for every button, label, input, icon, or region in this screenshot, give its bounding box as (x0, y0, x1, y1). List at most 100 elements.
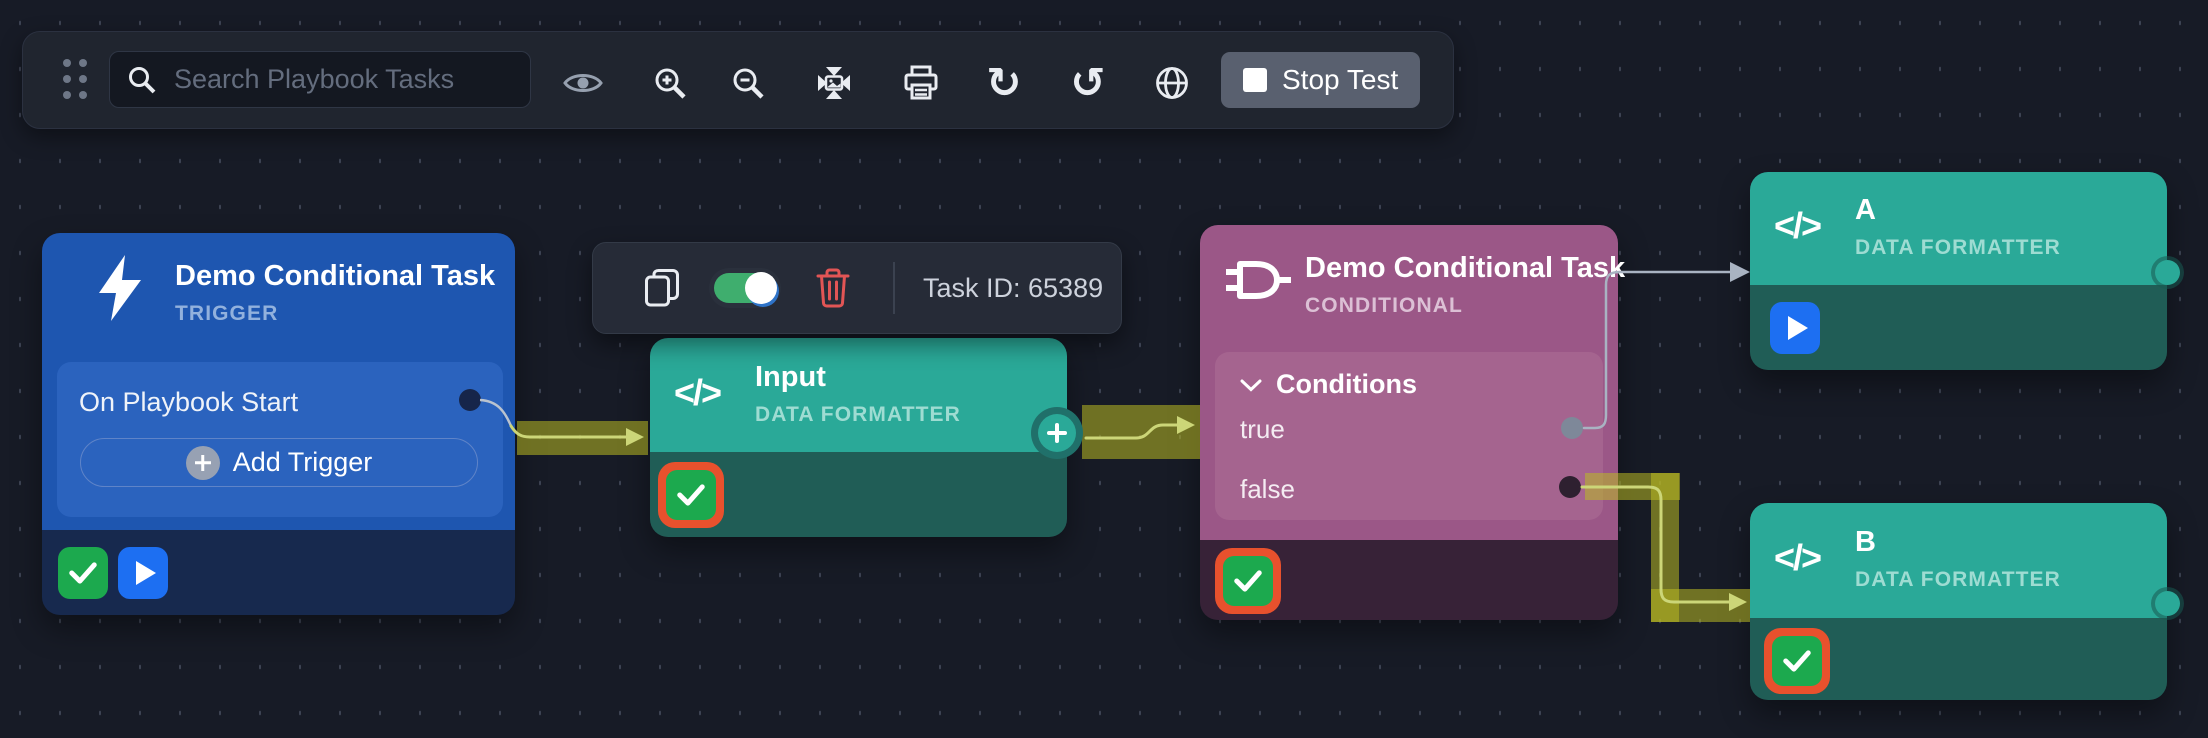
check-icon (1783, 650, 1811, 672)
redo-button[interactable]: ↻ (976, 55, 1032, 111)
input-node-header: </> Input DATA FORMATTER (650, 338, 1067, 452)
trigger-output-port[interactable] (459, 389, 481, 411)
check-icon (1234, 570, 1262, 592)
arrowhead-input-to-conditional (1177, 416, 1195, 434)
node-type-label: DATA FORMATTER (1855, 236, 2061, 259)
b-node-header: </> B DATA FORMATTER (1750, 503, 2167, 618)
selected-ring (1215, 548, 1281, 614)
conditions-label: Conditions (1276, 369, 1417, 399)
trash-icon (816, 268, 850, 308)
node-type-label: DATA FORMATTER (1855, 568, 2061, 591)
search-icon (126, 64, 158, 96)
fit-to-screen-button[interactable] (806, 55, 862, 111)
globe-button[interactable] (1144, 55, 1200, 111)
node-title: Demo Conditional Task (1305, 252, 1626, 284)
plus-circle-icon (185, 445, 220, 480)
chevron-down-icon (1240, 378, 1262, 392)
stop-test-button[interactable]: Stop Test (1221, 52, 1421, 108)
success-status-badge (58, 547, 108, 599)
selected-ring (658, 462, 724, 528)
copy-icon (644, 268, 680, 308)
drag-handle-icon[interactable] (63, 59, 87, 99)
task-id-label: Task ID: 65389 (923, 272, 1104, 303)
stop-icon (1243, 68, 1267, 92)
node-type-label: TRIGGER (175, 302, 279, 325)
check-icon (677, 484, 705, 506)
printer-icon (902, 64, 940, 102)
delete-task-button[interactable] (805, 260, 861, 316)
arrowhead-trigger-to-input (626, 428, 644, 446)
play-icon (135, 561, 156, 585)
arrowhead-false-to-b (1729, 593, 1747, 611)
run-task-button[interactable] (1770, 302, 1820, 354)
success-status-badge (1223, 556, 1273, 606)
a-node-header: </> A DATA FORMATTER (1750, 172, 2167, 285)
zoom-in-icon (652, 65, 688, 101)
band-false-h2 (1651, 589, 1750, 622)
code-icon: </> (1774, 537, 1822, 578)
print-button[interactable] (893, 55, 949, 111)
zoom-out-icon (730, 65, 766, 101)
lightning-bolt-icon (95, 255, 145, 321)
add-trigger-label: Add Trigger (232, 447, 373, 477)
logic-gate-icon (1226, 255, 1292, 305)
eye-icon (563, 69, 603, 97)
node-type-label: CONDITIONAL (1305, 294, 1463, 317)
node-title: A (1855, 194, 1876, 226)
enabled-toggle[interactable] (709, 268, 781, 308)
node-type-label: DATA FORMATTER (755, 403, 961, 426)
connection-input-to-conditional[interactable] (1084, 423, 1179, 440)
true-output-port[interactable] (1561, 417, 1583, 439)
trigger-row-label: On Playbook Start (79, 387, 299, 417)
node-conditional[interactable]: Demo Conditional Task CONDITIONAL Condit… (1200, 225, 1625, 620)
undo-icon: ↺ (1070, 58, 1106, 107)
redo-icon: ↻ (986, 58, 1022, 107)
success-status-badge (666, 470, 716, 520)
zoom-out-button[interactable] (720, 55, 776, 111)
zoom-in-button[interactable] (642, 55, 698, 111)
b-output-port[interactable] (2155, 591, 2180, 616)
add-trigger-button[interactable]: Add Trigger (80, 438, 478, 487)
fit-to-screen-icon (813, 62, 855, 104)
code-icon: </> (674, 372, 722, 413)
search-input[interactable] (172, 63, 514, 96)
trigger-node-header: Demo Conditional Task TRIGGER On Playboo… (42, 233, 515, 530)
search-box[interactable] (109, 51, 531, 108)
plus-icon (1038, 414, 1076, 452)
play-icon (1787, 316, 1808, 340)
conditional-node-footer (1200, 540, 1618, 620)
a-output-port[interactable] (2155, 260, 2180, 285)
globe-icon (1154, 65, 1190, 101)
arrowhead-true-to-a (1730, 262, 1750, 282)
a-node-footer (1750, 285, 2167, 370)
condition-row-false[interactable]: false (1240, 474, 1295, 504)
conditional-node-header: Demo Conditional Task CONDITIONAL Condit… (1200, 225, 1625, 540)
visibility-button[interactable] (555, 55, 611, 111)
conditions-collapse-toggle[interactable]: Conditions (1240, 369, 1417, 400)
node-a[interactable]: </> A DATA FORMATTER (1750, 172, 2180, 370)
node-input[interactable]: </> Input DATA FORMATTER (650, 338, 1067, 537)
false-output-port[interactable] (1559, 476, 1581, 498)
run-task-button[interactable] (118, 547, 168, 599)
node-title: Demo Conditional Task (175, 260, 496, 292)
check-icon (69, 562, 97, 584)
connection-trigger-to-input[interactable] (509, 424, 628, 439)
band-input-to-conditional (1082, 405, 1200, 459)
node-title: Input (755, 361, 826, 393)
b-node-footer (1750, 618, 2167, 700)
toggle-knob (745, 272, 777, 304)
canvas-toolbar: ↻ ↺ Stop Test (22, 31, 1454, 129)
conditions-panel: Conditions true false (1215, 352, 1603, 520)
trigger-panel: On Playbook Start Add Trigger (57, 362, 503, 517)
code-icon: </> (1774, 205, 1822, 246)
add-next-task-button[interactable] (1031, 407, 1083, 459)
selected-ring (1764, 628, 1830, 694)
condition-row-true[interactable]: true (1240, 414, 1285, 444)
band-false-v (1651, 473, 1679, 622)
node-trigger[interactable]: Demo Conditional Task TRIGGER On Playboo… (42, 233, 515, 615)
node-b[interactable]: </> B DATA FORMATTER (1750, 503, 2180, 700)
undo-button[interactable]: ↺ (1060, 55, 1116, 111)
copy-task-button[interactable] (634, 260, 690, 316)
toolbar-divider (893, 262, 895, 314)
